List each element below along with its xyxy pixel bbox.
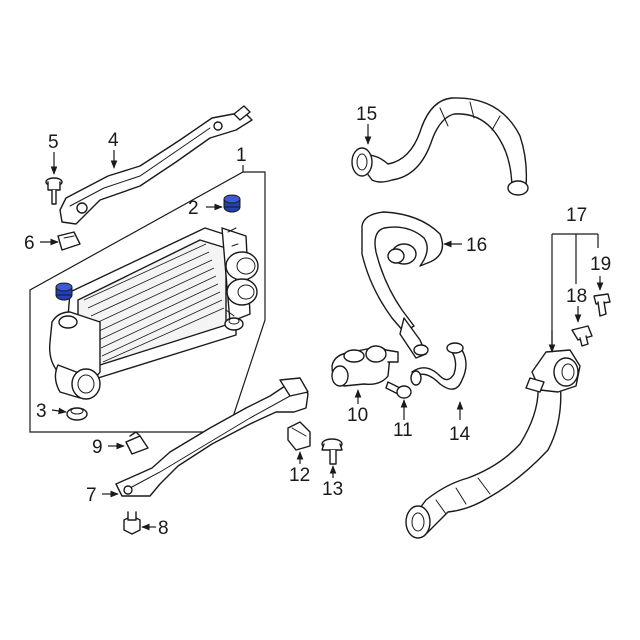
- insulator-3-right[interactable]: [224, 317, 244, 331]
- callout-9: 9: [92, 437, 103, 458]
- callout-13: 13: [322, 479, 343, 500]
- bolt-8[interactable]: [123, 511, 141, 535]
- callout-2: 2: [188, 198, 199, 219]
- clip-9[interactable]: [125, 431, 149, 455]
- hose-14[interactable]: [410, 342, 467, 390]
- callout-5: 5: [48, 132, 59, 153]
- callout-19: 19: [590, 254, 611, 275]
- valve-10[interactable]: [331, 345, 399, 387]
- callout-14: 14: [449, 424, 471, 445]
- intercooler[interactable]: [48, 227, 259, 400]
- callout-6: 6: [24, 233, 35, 254]
- callout-12: 12: [289, 465, 310, 486]
- bolt-5[interactable]: [45, 177, 63, 205]
- bolt-11[interactable]: [385, 381, 412, 399]
- callout-17: 17: [566, 205, 587, 226]
- hose-17[interactable]: [405, 349, 581, 539]
- callout-15: 15: [356, 104, 377, 125]
- hose-16[interactable]: [361, 211, 444, 359]
- clip-6[interactable]: [57, 231, 81, 251]
- leader-3: [51, 407, 67, 415]
- leader-19: [598, 234, 600, 290]
- lower-bracket-7[interactable]: [115, 377, 309, 497]
- hose-15[interactable]: [351, 97, 529, 196]
- bolt-18[interactable]: [571, 325, 593, 347]
- callout-18: 18: [566, 286, 587, 307]
- insulator-3[interactable]: [66, 407, 88, 421]
- callout-4: 4: [108, 130, 119, 151]
- grommet-2[interactable]: [223, 194, 241, 213]
- callout-10: 10: [347, 405, 368, 426]
- clip-12[interactable]: [287, 421, 311, 451]
- callout-1: 1: [236, 145, 247, 166]
- callout-3: 3: [36, 401, 47, 422]
- callout-11: 11: [393, 420, 413, 441]
- callout-8: 8: [158, 518, 169, 539]
- callout-7: 7: [86, 485, 97, 506]
- grommet-2-lower[interactable]: [55, 282, 73, 301]
- upper-bracket-4[interactable]: [59, 105, 253, 225]
- callout-16: 16: [466, 235, 487, 256]
- bolt-13[interactable]: [321, 438, 343, 465]
- bolt-19[interactable]: [593, 293, 611, 317]
